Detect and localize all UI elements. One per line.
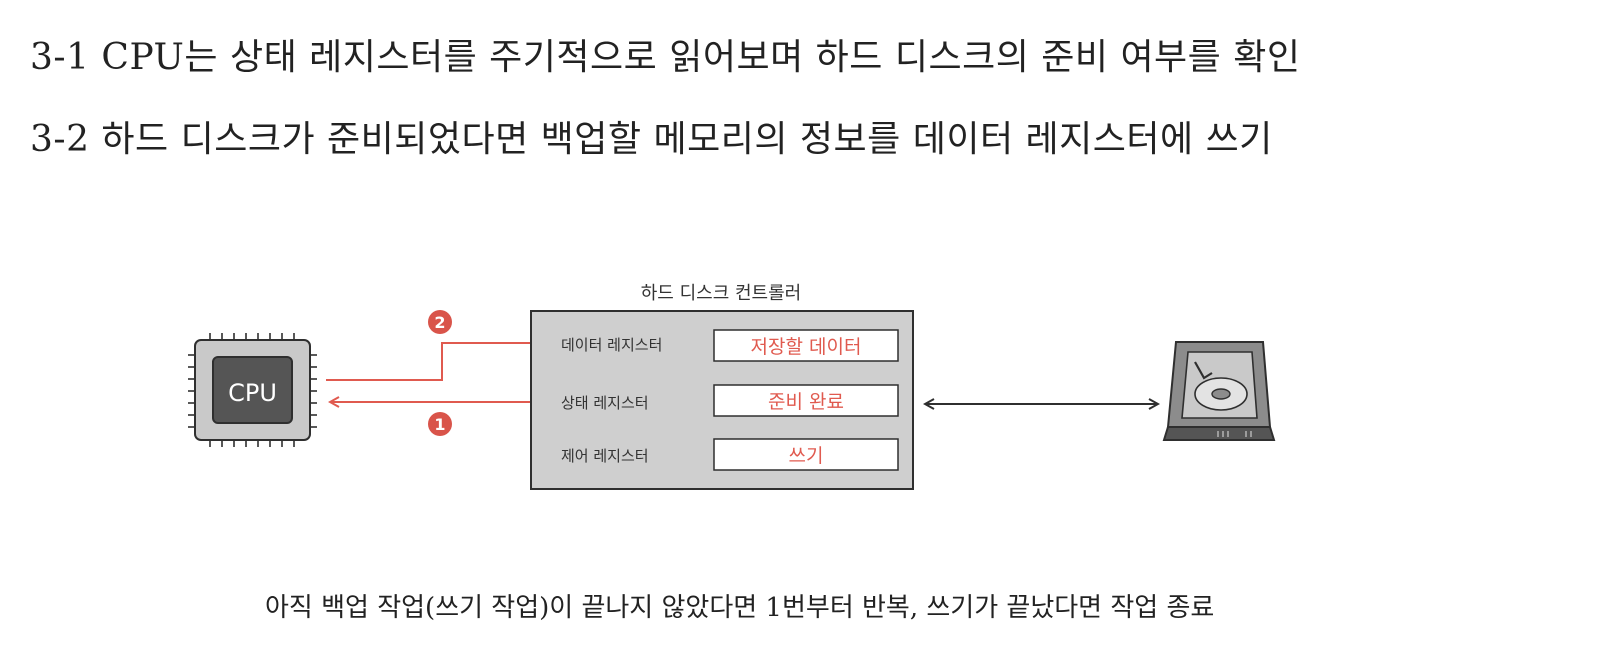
- svg-text:1: 1: [434, 415, 445, 434]
- cpu-chip-icon: CPU: [188, 333, 317, 447]
- register-value-status: 준비 완료: [768, 391, 844, 413]
- register-value-data: 저장할 데이터: [751, 336, 862, 358]
- hard-disk-icon: [1162, 341, 1276, 441]
- step-1-badge: 1: [428, 412, 452, 436]
- svg-text:2: 2: [434, 313, 445, 332]
- step-3-1-text: 3-1 CPU는 상태 레지스터를 주기적으로 읽어보며 하드 디스크의 준비 …: [30, 37, 1301, 78]
- register-name-data: 데이터 레지스터: [561, 336, 662, 354]
- register-name-control: 제어 레지스터: [561, 447, 649, 465]
- write-arrow: [326, 343, 556, 381]
- step-3-2-text: 3-2 하드 디스크가 준비되었다면 백업할 메모리의 정보를 데이터 레지스터…: [30, 119, 1273, 160]
- register-value-control: 쓰기: [789, 445, 824, 467]
- step-2-badge: 2: [428, 310, 452, 334]
- cpu-label: CPU: [228, 379, 277, 407]
- footer-note: 아직 백업 작업(쓰기 작업)이 끝나지 않았다면 1번부터 반복, 쓰기가 끝…: [265, 593, 1215, 623]
- register-name-status: 상태 레지스터: [561, 394, 649, 412]
- register-value-box-control: [713, 438, 899, 471]
- register-value-box-data: [713, 329, 899, 362]
- register-value-box-status: [713, 384, 899, 417]
- controller-title: 하드 디스크 컨트롤러: [641, 283, 801, 304]
- cpu-core: [212, 356, 293, 424]
